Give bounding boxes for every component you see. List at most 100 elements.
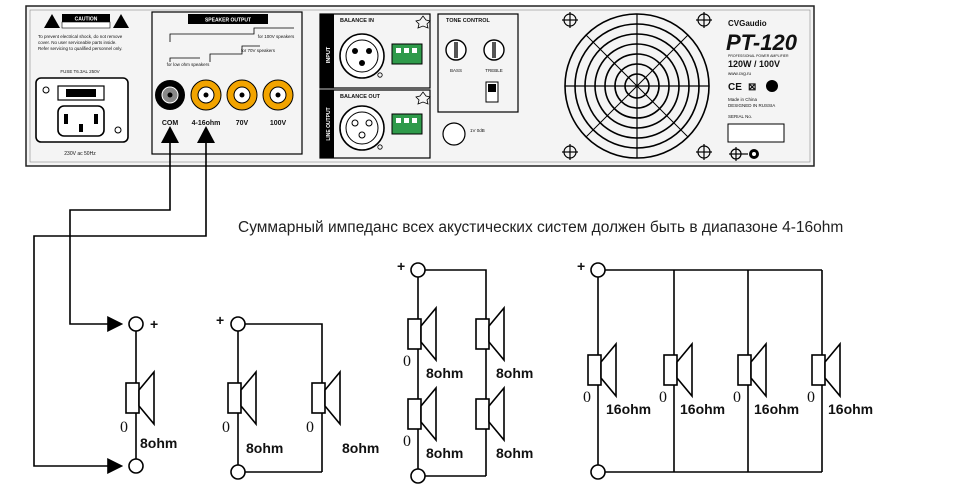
- speaker-icon: [475, 307, 505, 361]
- impedance-label: 8ohm: [426, 365, 463, 381]
- output-terminal-block[interactable]: [391, 113, 423, 135]
- impedance-caption: Суммарный импеданс всех акустических сис…: [238, 219, 843, 236]
- balance-out-section: LINE OUTPUT BALANCE OUT: [319, 89, 431, 159]
- arrow-up-com: [161, 126, 179, 143]
- speaker-note-70v: for 70V speakers: [241, 48, 276, 53]
- speaker-output-section: SPEAKER OUTPUT for low ohm speakers for …: [151, 11, 303, 155]
- fuse-label: FUSE T6.3AL 250V: [60, 69, 99, 74]
- speaker-icon: [587, 343, 617, 397]
- terminal-label-4-16ohm: 4-16ohm: [192, 120, 221, 127]
- side-label-line-output: LINE OUTPUT: [326, 107, 332, 140]
- speaker-icon: [125, 371, 155, 425]
- ground-terminal-icon: [729, 147, 759, 161]
- zero-mark: 0: [807, 389, 815, 406]
- config-two-speakers: + 0 0 8ohm 8ohm: [216, 312, 379, 480]
- speaker-note-low-ohm: for low ohm speakers: [167, 62, 211, 67]
- iec-socket: [57, 105, 105, 137]
- caution-block: CAUTION To prevent electrical shock, do …: [38, 14, 129, 51]
- fan-screw-icons: [562, 12, 712, 160]
- speaker-icon: [475, 387, 505, 441]
- treble-knob[interactable]: [483, 39, 505, 61]
- input-terminal-block[interactable]: [391, 43, 423, 65]
- impedance-label: 8ohm: [496, 365, 533, 381]
- speaker-icon: [407, 307, 437, 361]
- zero-mark: 0: [403, 353, 411, 370]
- fan-grille: [564, 13, 710, 159]
- mains-label: 230V ac 50Hz: [64, 151, 96, 157]
- speaker-icon: [811, 343, 841, 397]
- xlr-input-connector[interactable]: [339, 33, 385, 79]
- impedance-label: 8ohm: [496, 445, 533, 461]
- bass-knob[interactable]: [445, 39, 467, 61]
- cable-com: [69, 142, 171, 332]
- speaker-note-100v: for 100V speakers: [258, 34, 295, 39]
- impedance-label: 16ohm: [680, 401, 725, 417]
- balance-in-section: INPUT BALANCE IN: [319, 13, 431, 89]
- model-sub: 120W / 100V: [728, 59, 780, 69]
- speaker-icon: [663, 343, 693, 397]
- plus-sign: +: [577, 258, 585, 274]
- terminal-4-16ohm[interactable]: [190, 79, 222, 111]
- cable-4-16ohm: [33, 142, 207, 474]
- terminal-label-100v: 100V: [270, 120, 287, 127]
- designed-in-label: DESIGNED IN RUSSIA: [728, 103, 775, 108]
- tone-label-bass: BASS: [450, 68, 462, 73]
- model-desc: PROFESSIONAL POWER AMPLIFIER: [728, 54, 789, 58]
- zero-mark: 0: [659, 389, 667, 406]
- impedance-label: 8ohm: [342, 440, 379, 456]
- balance-out-title: BALANCE OUT: [340, 94, 381, 100]
- warning-line-2: cover. No user serviceable parts inside.: [38, 40, 117, 45]
- caution-label: CAUTION: [75, 17, 98, 23]
- impedance-label: 16ohm: [754, 401, 799, 417]
- made-in-label: Made in China: [728, 97, 758, 102]
- terminal-com[interactable]: [155, 80, 185, 110]
- speaker-icon: [311, 371, 341, 425]
- certification-mark-icon: [766, 80, 778, 92]
- balance-in-title: BALANCE IN: [340, 18, 374, 24]
- terminal-70v[interactable]: [226, 79, 258, 111]
- zero-mark: 0: [120, 419, 128, 436]
- model-name: PT-120: [726, 30, 798, 55]
- tone-label-treble: TREBLE: [485, 68, 503, 73]
- side-label-input: INPUT: [326, 46, 332, 63]
- config-four-speakers-series-parallel: + 0 0 8ohm 8ohm 8ohm 8ohm: [397, 258, 533, 484]
- terminal-label-70v: 70V: [236, 120, 249, 127]
- impedance-label: 8ohm: [246, 440, 283, 456]
- config-single-speaker: + 0 8ohm: [120, 316, 177, 474]
- impedance-label: 16ohm: [828, 401, 873, 417]
- speaker-icon: [227, 371, 257, 425]
- tone-control-section: TONE CONTROL BASS TREBLE 1V 0dB: [437, 13, 519, 146]
- warning-line-3: Refer servicing to qualified personnel o…: [38, 46, 122, 51]
- plus-sign: +: [150, 316, 158, 332]
- plus-sign: +: [216, 312, 224, 328]
- terminal-label-com: COM: [162, 120, 179, 127]
- config-four-speakers-parallel: + 0 0 0 0 16ohm 16ohm 16ohm 16ohm: [577, 258, 873, 480]
- sensitivity-note: 1V 0dB: [470, 128, 485, 133]
- impedance-label: 8ohm: [140, 435, 177, 451]
- amplifier-rear-panel: CAUTION To prevent electrical shock, do …: [25, 5, 815, 167]
- impedance-label: 16ohm: [606, 401, 651, 417]
- zero-mark: 0: [222, 419, 230, 436]
- xlr-output-connector[interactable]: [339, 105, 385, 151]
- weee-icon: ⊠: [748, 82, 756, 93]
- speaker-icon: [407, 387, 437, 441]
- power-inlet: FUSE T6.3AL 250V 230V ac 50Hz: [35, 69, 129, 157]
- serial-label: SERIAL No.: [728, 114, 752, 119]
- ce-mark-icon: CE: [728, 82, 742, 93]
- serial-box: [727, 123, 785, 143]
- zero-mark: 0: [306, 419, 314, 436]
- site-label: www.cvg.ru: [728, 71, 752, 76]
- connection-cables: [33, 126, 215, 474]
- impedance-label: 8ohm: [426, 445, 463, 461]
- speaker-icon: [737, 343, 767, 397]
- arrow-up-4-16ohm: [197, 126, 215, 143]
- zero-mark: 0: [733, 389, 741, 406]
- brand-logo: CVGaudio: [728, 19, 767, 28]
- warning-line-1: To prevent electrical shock, do not remo…: [38, 34, 123, 39]
- zero-mark: 0: [583, 389, 591, 406]
- zero-mark: 0: [403, 433, 411, 450]
- plus-sign: +: [397, 258, 405, 274]
- speaker-output-title: SPEAKER OUTPUT: [205, 18, 251, 24]
- terminal-100v[interactable]: [262, 79, 294, 111]
